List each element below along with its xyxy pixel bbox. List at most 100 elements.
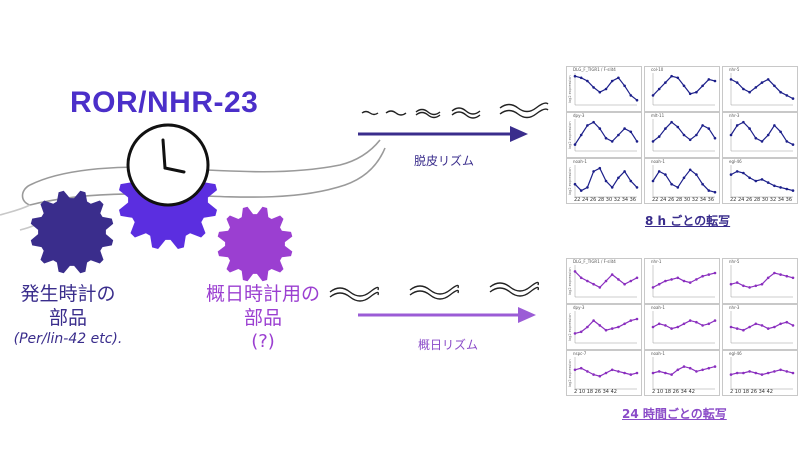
expression-point — [610, 186, 614, 189]
expression-point — [623, 127, 626, 130]
expression-point — [573, 368, 577, 372]
expression-point — [682, 133, 686, 137]
expression-point — [579, 133, 583, 137]
expression-series-line — [730, 170, 794, 192]
expression-point — [573, 143, 577, 146]
molting-panel-5: mlt-11 — [644, 112, 720, 158]
expression-point — [586, 186, 589, 189]
expression-point — [695, 173, 698, 176]
expression-point — [766, 78, 770, 81]
expression-point — [657, 170, 661, 173]
expression-point — [688, 168, 692, 172]
expression-point — [773, 370, 776, 373]
expression-point — [623, 282, 626, 286]
expression-point — [701, 274, 704, 278]
expression-point — [629, 179, 633, 183]
expression-point — [657, 370, 661, 373]
expression-point — [695, 90, 698, 94]
expression-point — [748, 325, 751, 329]
expression-point — [791, 97, 795, 100]
dev-label-line2: 部品 — [48, 307, 87, 329]
panel-axes — [652, 73, 715, 106]
expression-point — [735, 170, 739, 173]
panel-axes — [652, 119, 715, 152]
expression-point — [573, 182, 577, 186]
expression-point — [713, 319, 717, 322]
expression-point — [682, 279, 686, 283]
expression-point — [701, 84, 704, 88]
expression-point — [688, 92, 692, 96]
expression-point — [664, 81, 667, 84]
expression-point — [651, 94, 655, 97]
expression-point — [610, 327, 614, 330]
expression-point — [748, 370, 751, 373]
expression-point — [651, 371, 655, 375]
expression-series-line — [574, 270, 638, 289]
expression-point — [707, 273, 711, 276]
expression-point — [592, 373, 595, 376]
developmental-clock-label: 発生時計の 部品 (Per/lin-42 etc). — [12, 282, 124, 348]
expression-point — [701, 182, 704, 186]
panel-gene-name: DLG_F_TIGR1 / F-slit4 — [573, 67, 616, 72]
expression-point — [598, 374, 602, 378]
expression-point — [742, 284, 745, 288]
expression-point — [707, 78, 711, 81]
panel-plot — [573, 73, 639, 106]
panel-gene-name: noah-1 — [651, 159, 665, 164]
panel-gene-name: nhr-3 — [729, 113, 740, 118]
expression-point — [670, 373, 673, 376]
panel-gene-name: dpy-3 — [573, 305, 585, 310]
expression-point — [766, 371, 770, 375]
expression-point — [688, 281, 692, 284]
expression-point — [785, 140, 789, 143]
expression-point — [729, 133, 733, 137]
expression-point — [729, 325, 733, 329]
panel-axes — [652, 265, 715, 298]
expression-point — [635, 371, 639, 375]
expression-point — [754, 86, 758, 89]
panel-gene-name: noah-1 — [651, 351, 665, 356]
expression-point — [617, 325, 620, 329]
expression-point — [629, 279, 633, 283]
expression-point — [579, 276, 583, 280]
panel-plot — [573, 311, 639, 344]
expression-point — [676, 368, 680, 372]
expression-point — [748, 90, 751, 94]
panel-x-ticks: 2 10 18 26 34 42 — [574, 389, 617, 395]
expression-series-line — [574, 121, 638, 145]
circadian-clock-label: 概日時計用の 部品 (?) — [182, 282, 344, 354]
expression-series-line — [652, 121, 716, 142]
panel-plot — [651, 357, 717, 390]
expression-point — [598, 127, 602, 130]
panel-axes — [730, 357, 793, 390]
expression-point — [598, 324, 602, 327]
expression-point — [729, 373, 733, 376]
panel-plot — [651, 311, 717, 344]
circadian-rhythm-label: 概日リズム — [418, 338, 479, 352]
expression-point — [598, 286, 602, 289]
expression-point — [635, 140, 639, 143]
expression-point — [742, 328, 745, 332]
panel-plot — [729, 357, 795, 390]
expression-point — [713, 365, 717, 368]
expression-point — [754, 284, 758, 288]
expression-point — [760, 81, 764, 84]
expression-point — [635, 276, 639, 280]
expression-point — [707, 366, 711, 370]
panel-axes — [574, 119, 637, 152]
expression-point — [748, 127, 751, 130]
expression-point — [635, 186, 639, 189]
adult-worms-row — [329, 281, 540, 302]
expression-point — [586, 325, 589, 329]
expression-point — [785, 187, 789, 191]
molting-panel-2: col-10 — [644, 66, 720, 112]
expression-point — [573, 332, 577, 335]
expression-point — [592, 319, 595, 322]
panel-axes — [652, 357, 715, 390]
expression-point — [701, 124, 704, 127]
expression-point — [735, 327, 739, 330]
expression-point — [617, 133, 620, 137]
